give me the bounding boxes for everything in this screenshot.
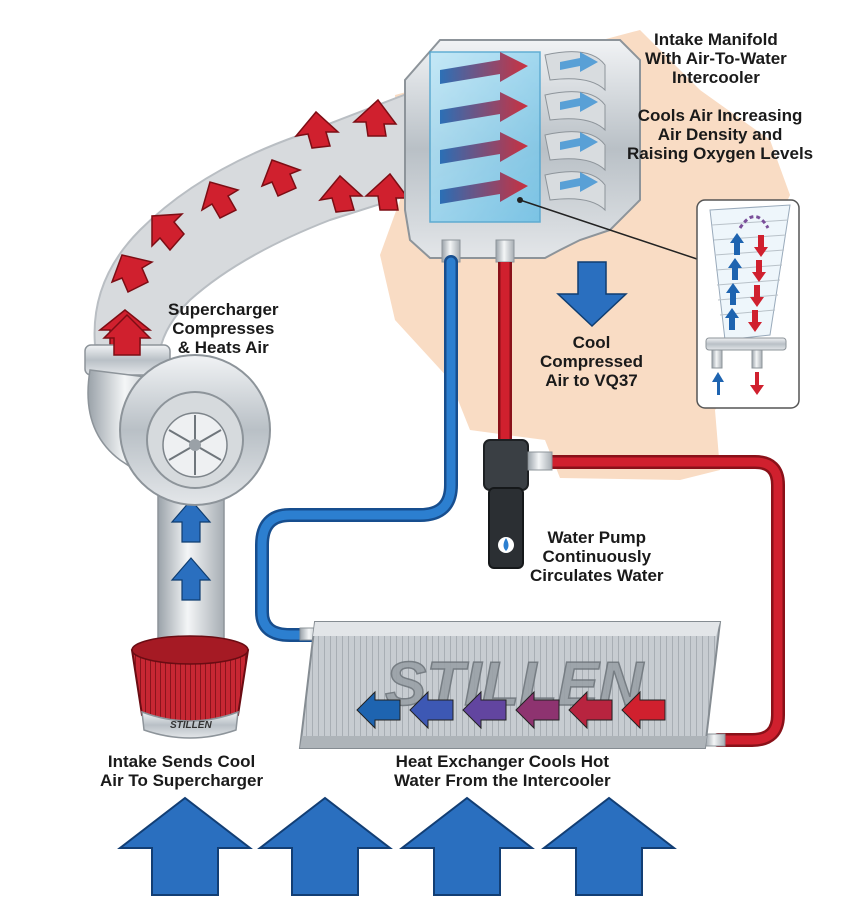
ambient-air-arrow [399, 796, 535, 896]
label-line: Intake Manifold [654, 30, 778, 49]
cool-compressed-label: Cool Compressed Air to VQ37 [540, 333, 643, 390]
supercharger-outlet-arrow [102, 313, 152, 356]
ambient-air-arrow [117, 796, 253, 896]
label-line: Continuously [542, 547, 652, 566]
intake-sends-label: Intake Sends Cool Air To Supercharger [100, 752, 263, 790]
hot-air-arrow [200, 181, 240, 219]
intake-manifold-label: Intake Manifold With Air-To-Water Interc… [645, 30, 787, 87]
label-line: Compresses [172, 319, 275, 338]
water-pump-label: Water Pump Continuously Circulates Water [530, 528, 664, 585]
label-line: Air To Supercharger [100, 771, 264, 790]
callout-line [519, 199, 701, 261]
supercharger-label: Supercharger Compresses & Heats Air [168, 300, 279, 357]
label-line: Intercooler [671, 68, 760, 87]
label-line: Cools Air Increasing [637, 106, 803, 125]
ambient-air-arrow [541, 796, 677, 896]
water-pump [483, 439, 553, 569]
hot-air-arrow [151, 213, 185, 252]
ambient-air-arrow [257, 796, 393, 896]
label-line: Circulates Water [530, 566, 664, 585]
cools-air-label: Cools Air Increasing Air Density and Rai… [627, 106, 813, 163]
hot-air-arrow [294, 110, 340, 149]
ambient-air-arrows [117, 796, 677, 896]
label-line: & Heats Air [177, 338, 269, 357]
intercooler-inset [696, 199, 800, 409]
label-line: Heat Exchanger Cools Hot [395, 752, 610, 771]
supercharger [84, 344, 271, 506]
label-line: Air Density and [657, 125, 783, 144]
cool-air-down-arrow [556, 261, 628, 328]
label-line: With Air-To-Water [645, 49, 787, 68]
hot-air-arrow [352, 98, 398, 137]
hot-air-arrow [110, 254, 154, 294]
heat-exchanger-label: Heat Exchanger Cools Hot Water From the … [394, 752, 611, 790]
label-line: Raising Oxygen Levels [627, 144, 814, 163]
hot-air-arrow [260, 159, 303, 197]
air-filter: STILLEN [130, 635, 250, 739]
cool-air-arrows [170, 499, 212, 601]
label-line: Cool [572, 333, 611, 352]
label-line: Compressed [540, 352, 643, 371]
cool-air-arrow [170, 499, 212, 543]
label-line: Water Pump [547, 528, 647, 547]
label-line: Water From the Intercooler [394, 771, 611, 790]
intake-manifold [404, 39, 641, 263]
label-line: Supercharger [168, 300, 279, 319]
label-line: Air to VQ37 [545, 371, 638, 390]
hot-air-arrow [318, 174, 364, 213]
cool-air-arrow [170, 557, 212, 601]
hot-air-arrow [364, 172, 410, 211]
label-line: Intake Sends Cool [107, 752, 256, 771]
filter-logo: STILLEN [170, 720, 212, 731]
heat-exchanger: STILLEN [298, 621, 726, 749]
